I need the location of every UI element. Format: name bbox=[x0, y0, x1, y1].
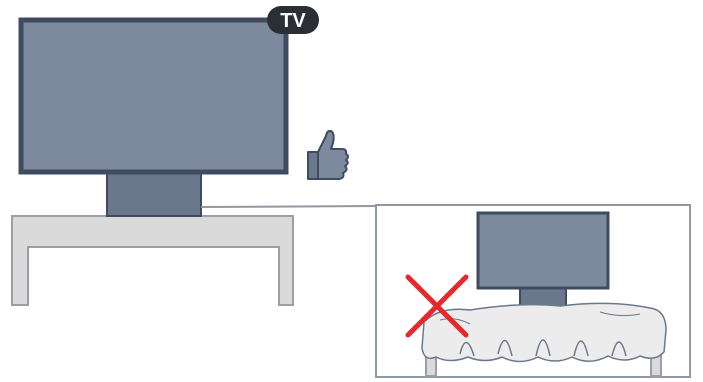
tv-stand-base bbox=[107, 170, 201, 216]
table-cloth bbox=[422, 303, 666, 361]
tv-set bbox=[21, 20, 286, 216]
tv-badge-label: TV bbox=[280, 10, 306, 32]
tv-badge: TV bbox=[267, 6, 319, 34]
incorrect-placement-inset bbox=[376, 205, 690, 377]
tv-screen bbox=[21, 20, 286, 172]
correct-placement-scene: TV bbox=[12, 6, 348, 305]
connector-line bbox=[201, 206, 376, 207]
stand-table bbox=[12, 216, 293, 305]
inset-tv-screen bbox=[478, 213, 608, 288]
thumbs-up-icon bbox=[308, 131, 348, 179]
